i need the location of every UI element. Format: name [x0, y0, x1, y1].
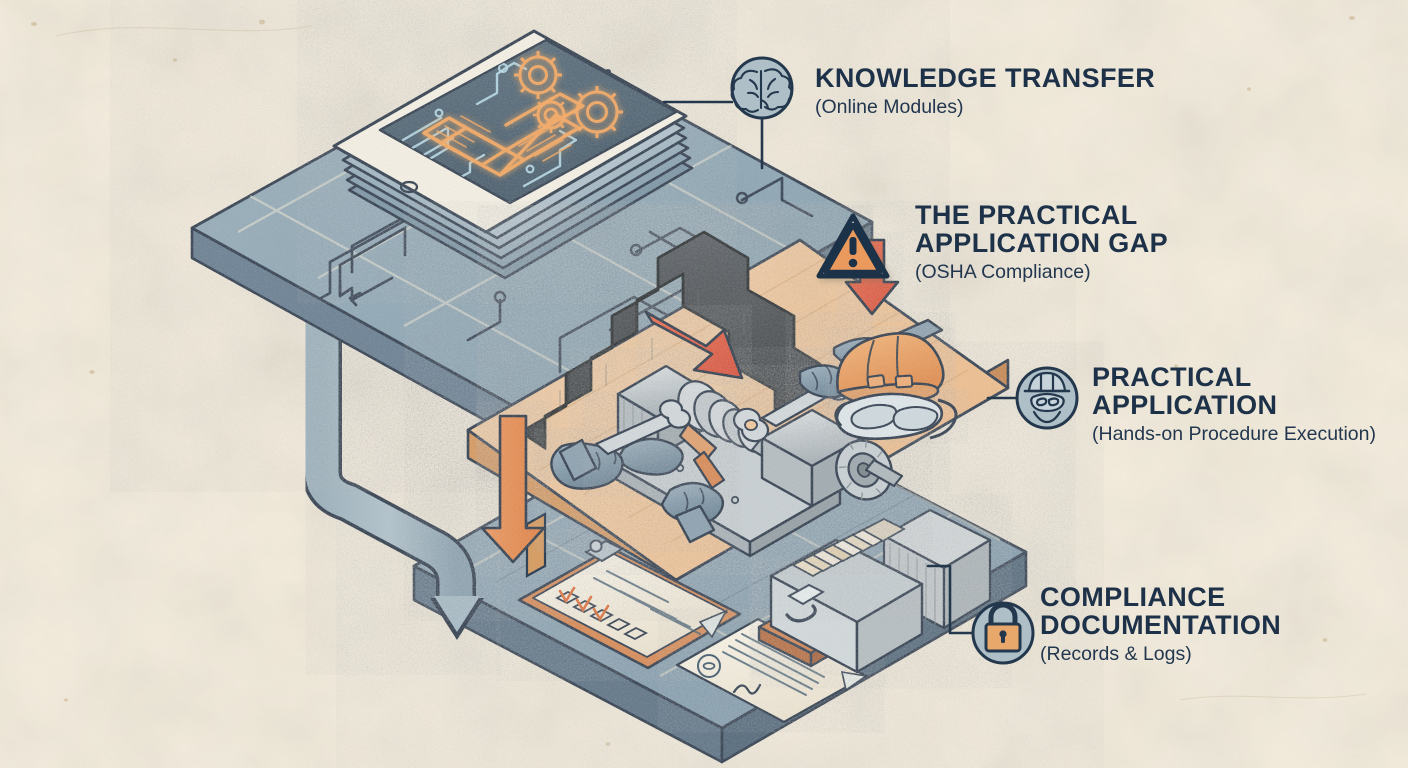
bench-to-records-arrow — [480, 414, 546, 564]
signed-certificate — [675, 617, 869, 724]
gap-crossing-arrow — [644, 310, 744, 380]
label-practical-application-title: PRACTICAL APPLICATION — [1092, 362, 1278, 421]
label-compliance-documentation-title: COMPLIANCE DOCUMENTATION — [1040, 582, 1282, 641]
leader-lines — [662, 100, 1019, 635]
padlock-icon — [971, 601, 1035, 665]
label-knowledge-transfer-subtitle: (Online Modules) — [815, 96, 964, 119]
brain-icon — [730, 56, 794, 120]
safety-goggles — [834, 392, 958, 441]
flow-arrow-knowledge-to-compliance — [302, 292, 484, 640]
clipboard-checklist — [517, 539, 742, 670]
gloved-hand-left — [550, 437, 725, 544]
leader-compliance — [926, 564, 975, 635]
label-knowledge-transfer-title: KNOWLEDGE TRANSFER — [815, 63, 1156, 93]
label-practical-application-gap: THE PRACTICAL APPLICATION GAP (OSHA Comp… — [915, 201, 1168, 285]
second-wrench-tool — [594, 399, 726, 490]
warning-triangle-icon — [816, 213, 890, 279]
label-knowledge-transfer: KNOWLEDGE TRANSFER (Online Modules) — [815, 64, 1155, 119]
label-compliance-documentation: COMPLIANCE DOCUMENTATION (Records & Logs… — [1040, 583, 1281, 667]
label-compliance-documentation-subtitle: (Records & Logs) — [1040, 643, 1192, 666]
file-cabinet — [769, 508, 992, 674]
hard-hat-worker-icon — [1015, 366, 1079, 430]
label-practical-application-gap-subtitle: (OSHA Compliance) — [915, 261, 1091, 284]
label-practical-application-subtitle: (Hands-on Procedure Execution) — [1092, 423, 1376, 446]
label-practical-application-gap-title: THE PRACTICAL APPLICATION GAP — [915, 200, 1169, 259]
label-practical-application: PRACTICAL APPLICATION (Hands-on Procedur… — [1092, 363, 1376, 447]
